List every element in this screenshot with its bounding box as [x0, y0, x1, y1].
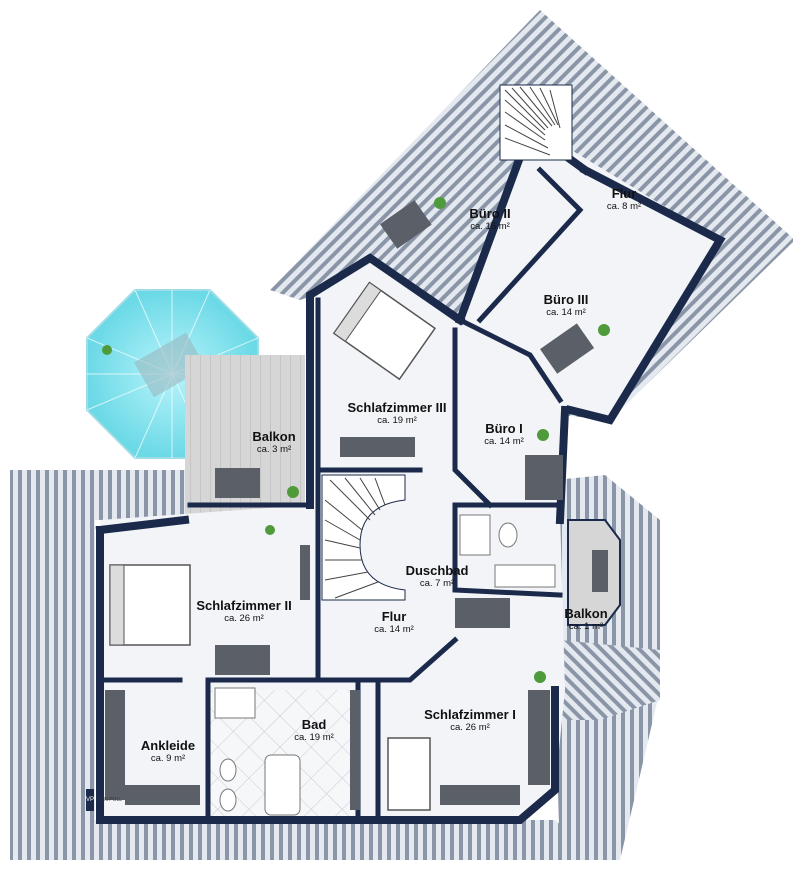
room-name: Schlafzimmer III [347, 400, 447, 415]
room-label-flur-main: Flur ca. 14 m² [364, 609, 424, 636]
balcony-right [567, 519, 621, 626]
room-name: Ankleide [140, 738, 196, 753]
room-name: Flur [611, 186, 637, 201]
room-name: Büro III [543, 292, 589, 307]
room-name: Büro I [485, 421, 523, 436]
room-label-schlafzimmer-2: Schlafzimmer II ca. 26 m² [188, 598, 300, 625]
room-label-buero-2: Büro II ca. 15 m² [458, 206, 522, 233]
room-name: Bad [301, 717, 327, 732]
room-name: Balkon [564, 606, 608, 621]
room-area: ca. 19 m² [377, 415, 417, 426]
room-area: ca. 26 m² [450, 722, 490, 733]
room-name: Duschbad [405, 563, 469, 578]
logo-mark: VP [86, 789, 94, 811]
room-area: ca. 14 m² [484, 436, 524, 447]
room-name: Schlafzimmer II [196, 598, 292, 613]
room-label-buero-1: Büro I ca. 14 m² [474, 421, 534, 448]
room-area: ca. 15 m² [470, 221, 510, 232]
room-area: ca. 8 m² [606, 201, 642, 212]
brand-logo: VP VON POLL [86, 786, 142, 814]
room-name: Büro II [469, 206, 511, 221]
room-area: ca. 26 m² [224, 613, 264, 624]
furniture [105, 200, 595, 810]
room-label-buero-3: Büro III ca. 14 m² [534, 292, 598, 319]
room-area: ca. 3 m² [256, 444, 292, 455]
room-area: ca. 14 m² [546, 307, 586, 318]
staircase-main [321, 474, 406, 601]
room-label-bad: Bad ca. 19 m² [284, 717, 344, 744]
room-area: ca. 14 m² [374, 624, 414, 635]
bed-schlafzimmer-2 [109, 564, 191, 646]
room-label-duschbad: Duschbad ca. 7 m² [402, 563, 472, 590]
bath-fixtures [214, 514, 556, 816]
bed-schlafzimmer-1 [387, 737, 431, 811]
room-label-schlafzimmer-1: Schlafzimmer I ca. 26 m² [414, 707, 526, 734]
room-label-flur-top: Flur ca. 8 m² [598, 186, 650, 213]
room-label-balkon-right: Balkon ca. 1 m² [560, 606, 612, 633]
room-label-schlafzimmer-3: Schlafzimmer III ca. 19 m² [341, 400, 453, 427]
bed-schlafzimmer-3 [332, 281, 437, 381]
plants [102, 197, 610, 683]
staircase-top [499, 84, 573, 161]
room-area: ca. 1 m² [568, 621, 604, 632]
room-area: ca. 9 m² [150, 753, 186, 764]
logo-text: VON POLL [97, 797, 123, 803]
room-label-balkon-left: Balkon ca. 3 m² [246, 429, 302, 456]
room-name: Flur [381, 609, 407, 624]
room-area: ca. 19 m² [294, 732, 334, 743]
room-label-ankleide: Ankleide ca. 9 m² [130, 738, 206, 765]
room-area: ca. 7 m² [419, 578, 455, 589]
room-name: Schlafzimmer I [424, 707, 516, 722]
balcony-table [215, 468, 260, 498]
room-name: Balkon [252, 429, 296, 444]
